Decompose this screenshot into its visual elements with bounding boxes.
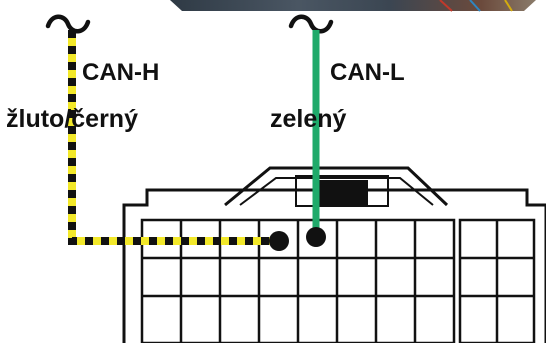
connector-body <box>122 188 546 343</box>
can-h-color-label: žluto/černý <box>6 105 138 133</box>
can-l-signal-label: CAN-L <box>330 59 405 86</box>
can-h-signal-label: CAN-H <box>82 59 160 86</box>
can-h-wire-stripe <box>68 30 278 245</box>
cut-mark-can-l <box>288 14 334 34</box>
connector-hood <box>224 166 449 207</box>
cut-mark-can-h <box>45 14 91 34</box>
photo-strip <box>170 0 536 12</box>
can-l-color-label: zelený <box>270 105 347 133</box>
can-l-pin-dot <box>306 227 326 247</box>
can-h-pin-dot <box>269 231 289 251</box>
connector-latch <box>318 180 368 206</box>
cavity-grid-side <box>458 218 536 343</box>
